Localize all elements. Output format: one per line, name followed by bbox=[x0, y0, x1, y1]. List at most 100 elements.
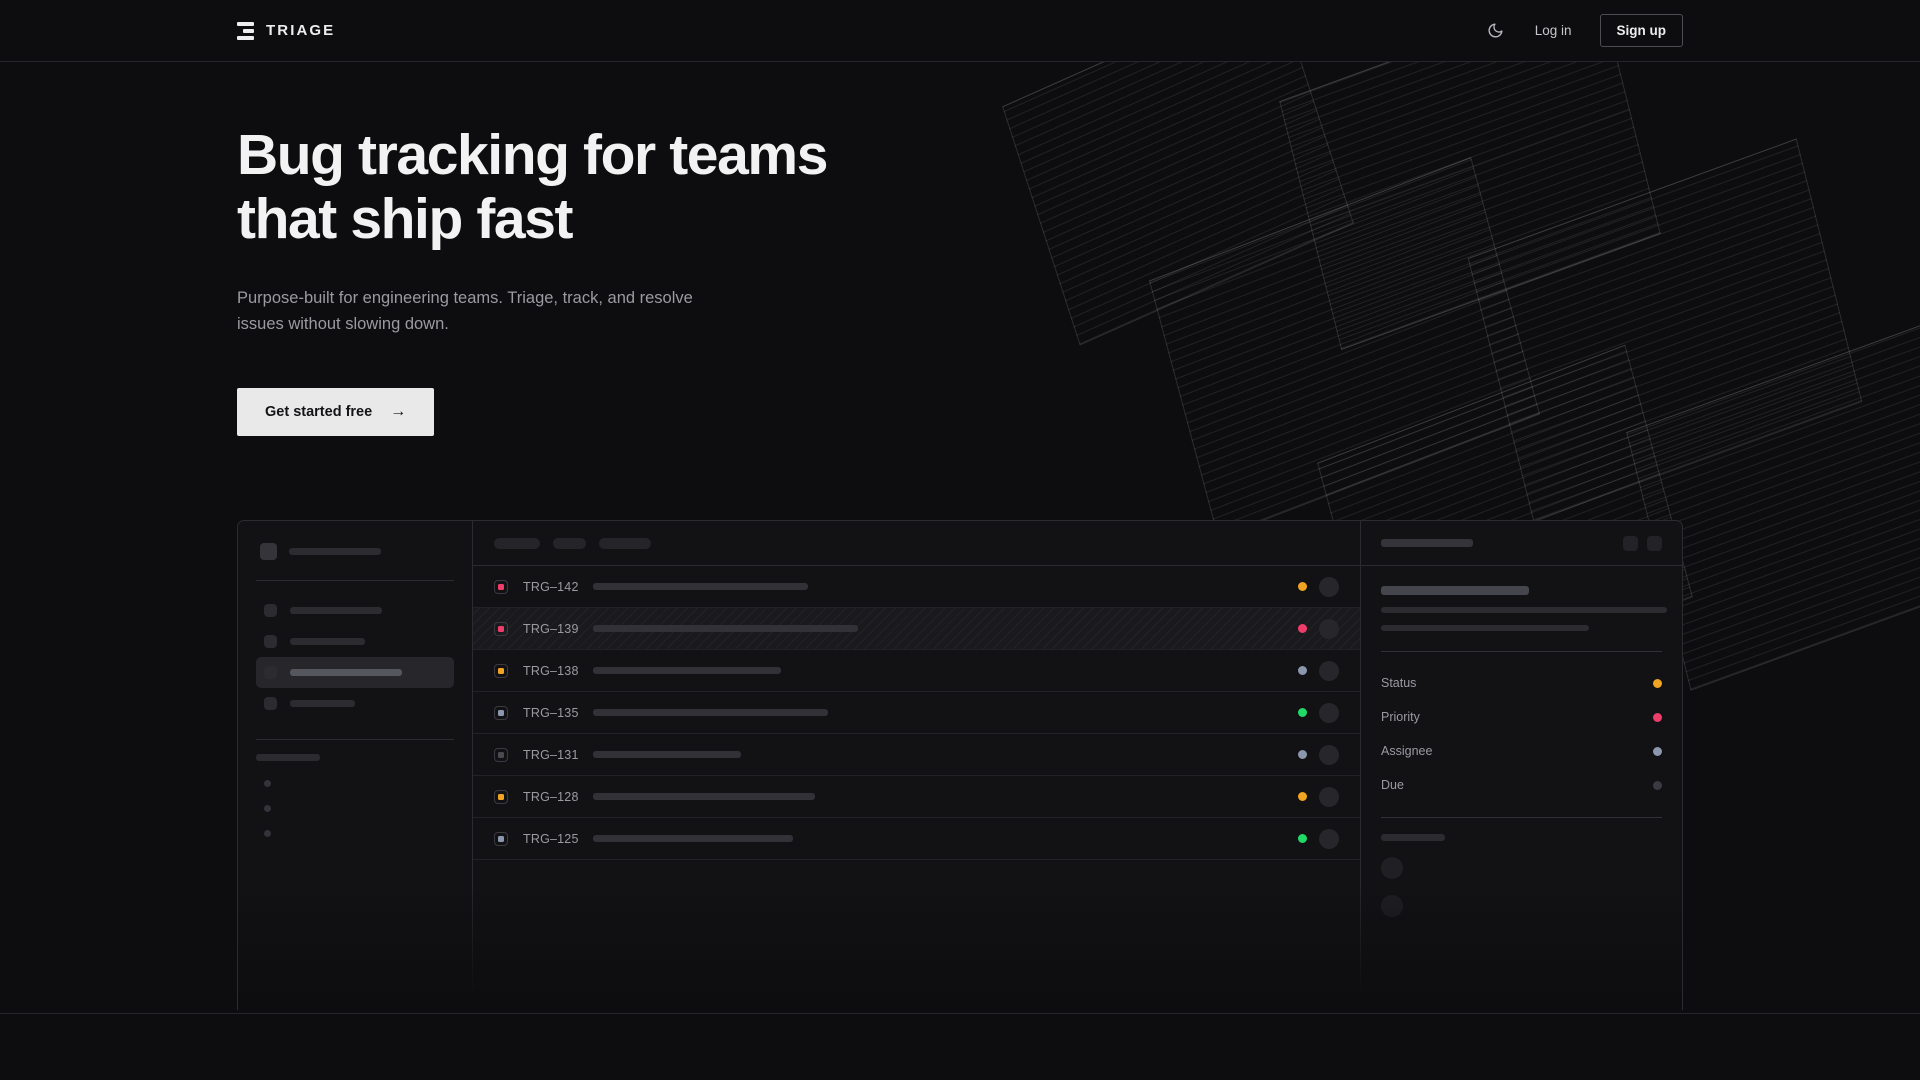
sidebar-item-3[interactable] bbox=[256, 688, 454, 719]
detail-activity-avatar-1 bbox=[1381, 895, 1403, 917]
detail-footer-label bbox=[1381, 834, 1445, 841]
avatar bbox=[1319, 661, 1339, 681]
avatar bbox=[1319, 829, 1339, 849]
filter-chip-2[interactable] bbox=[599, 538, 651, 549]
detail-activity-avatar-0 bbox=[1381, 857, 1403, 879]
issue-detail-panel: StatusPriorityAssigneeDue bbox=[1360, 521, 1682, 1010]
status-badge bbox=[1298, 708, 1307, 717]
sidebar-item-icon bbox=[264, 666, 277, 679]
sidebar-item-label bbox=[290, 638, 365, 645]
row-meta bbox=[1298, 703, 1339, 723]
status-badge bbox=[1298, 624, 1307, 633]
detail-divider bbox=[1381, 651, 1662, 652]
sidebar-section-label bbox=[256, 754, 320, 761]
sidebar-item-icon bbox=[264, 697, 277, 710]
sidebar-item-label bbox=[290, 700, 355, 707]
issue-key: TRG–142 bbox=[523, 580, 585, 594]
moon-icon[interactable] bbox=[1485, 20, 1507, 42]
detail-header bbox=[1361, 521, 1682, 566]
issue-title-placeholder bbox=[593, 751, 741, 758]
detail-field-label: Status bbox=[1381, 676, 1416, 690]
detail-field-label: Due bbox=[1381, 778, 1404, 792]
get-started-label: Get started free bbox=[265, 404, 372, 420]
detail-field-value-dot bbox=[1653, 713, 1662, 722]
filter-chip-1[interactable] bbox=[553, 538, 586, 549]
detail-field-due[interactable]: Due bbox=[1381, 768, 1662, 802]
issue-title-placeholder bbox=[593, 709, 828, 716]
detail-action-button-0[interactable] bbox=[1623, 536, 1638, 551]
status-badge bbox=[1298, 792, 1307, 801]
detail-action-buttons bbox=[1623, 536, 1662, 551]
sidebar-item-label bbox=[290, 669, 402, 676]
workspace-avatar bbox=[260, 543, 277, 560]
detail-field-label: Assignee bbox=[1381, 744, 1432, 758]
issue-title-placeholder bbox=[593, 625, 858, 632]
brand-name: TRIAGE bbox=[266, 22, 335, 39]
avatar bbox=[1319, 577, 1339, 597]
signup-button[interactable]: Sign up bbox=[1600, 14, 1684, 47]
issue-key: TRG–139 bbox=[523, 622, 585, 636]
issue-key: TRG–138 bbox=[523, 664, 585, 678]
avatar bbox=[1319, 745, 1339, 765]
priority-badge-icon bbox=[494, 706, 508, 720]
issue-key: TRG–125 bbox=[523, 832, 585, 846]
bullet-icon bbox=[264, 830, 271, 837]
detail-field-assignee[interactable]: Assignee bbox=[1381, 734, 1662, 768]
detail-field-value-dot bbox=[1653, 781, 1662, 790]
row-meta bbox=[1298, 787, 1339, 807]
login-link[interactable]: Log in bbox=[1535, 23, 1572, 38]
mockup-sidebar bbox=[238, 521, 473, 1010]
detail-field-priority[interactable]: Priority bbox=[1381, 700, 1662, 734]
sidebar-divider bbox=[256, 739, 454, 740]
issue-rows: TRG–142TRG–139TRG–138TRG–135TRG–131TRG–1… bbox=[473, 566, 1360, 860]
detail-body-line-0 bbox=[1381, 607, 1667, 613]
workspace-name-placeholder bbox=[289, 548, 381, 555]
sidebar-item-2[interactable] bbox=[256, 657, 454, 688]
row-meta bbox=[1298, 577, 1339, 597]
hero-heading-line-1: Bug tracking for teams bbox=[237, 123, 827, 187]
detail-title-placeholder bbox=[1381, 539, 1473, 547]
sidebar-item-1[interactable] bbox=[256, 626, 454, 657]
sidebar-item-icon bbox=[264, 635, 277, 648]
status-badge bbox=[1298, 834, 1307, 843]
footer-divider bbox=[0, 1013, 1920, 1014]
detail-action-button-1[interactable] bbox=[1647, 536, 1662, 551]
table-row[interactable]: TRG–131 bbox=[473, 734, 1360, 776]
brand-logo[interactable]: TRIAGE bbox=[237, 22, 335, 40]
table-row[interactable]: TRG–125 bbox=[473, 818, 1360, 860]
avatar bbox=[1319, 787, 1339, 807]
issue-title-placeholder bbox=[593, 793, 815, 800]
table-row[interactable]: TRG–135 bbox=[473, 692, 1360, 734]
stacked-bars-icon bbox=[237, 22, 254, 40]
priority-badge-icon bbox=[494, 748, 508, 762]
workspace-switcher[interactable] bbox=[256, 539, 454, 560]
arrow-right-icon: → bbox=[390, 403, 406, 421]
priority-badge-icon bbox=[494, 580, 508, 594]
table-row[interactable]: TRG–138 bbox=[473, 650, 1360, 692]
list-toolbar bbox=[473, 521, 1360, 566]
sidebar-sub-item-0[interactable] bbox=[256, 771, 454, 796]
header-nav: Log in Sign up bbox=[1485, 14, 1683, 47]
detail-field-value-dot bbox=[1653, 747, 1662, 756]
table-row[interactable]: TRG–139 bbox=[473, 608, 1360, 650]
filter-chip-0[interactable] bbox=[494, 538, 540, 549]
detail-field-label: Priority bbox=[1381, 710, 1420, 724]
table-row[interactable]: TRG–142 bbox=[473, 566, 1360, 608]
detail-body-line-1 bbox=[1381, 625, 1589, 631]
detail-body: StatusPriorityAssigneeDue bbox=[1361, 566, 1682, 917]
sidebar-item-0[interactable] bbox=[256, 595, 454, 626]
priority-badge-icon bbox=[494, 622, 508, 636]
get-started-button[interactable]: Get started free → bbox=[237, 388, 434, 436]
bullet-icon bbox=[264, 780, 271, 787]
detail-field-status[interactable]: Status bbox=[1381, 666, 1662, 700]
table-row[interactable]: TRG–128 bbox=[473, 776, 1360, 818]
sidebar-sub-item-2[interactable] bbox=[256, 821, 454, 846]
detail-field-value-dot bbox=[1653, 679, 1662, 688]
detail-issue-title-placeholder bbox=[1381, 586, 1529, 595]
row-meta bbox=[1298, 661, 1339, 681]
avatar bbox=[1319, 619, 1339, 639]
issue-list-panel: TRG–142TRG–139TRG–138TRG–135TRG–131TRG–1… bbox=[473, 521, 1360, 1010]
sidebar-sub-item-1[interactable] bbox=[256, 796, 454, 821]
issue-title-placeholder bbox=[593, 835, 793, 842]
site-header: TRIAGE Log in Sign up bbox=[0, 0, 1920, 62]
